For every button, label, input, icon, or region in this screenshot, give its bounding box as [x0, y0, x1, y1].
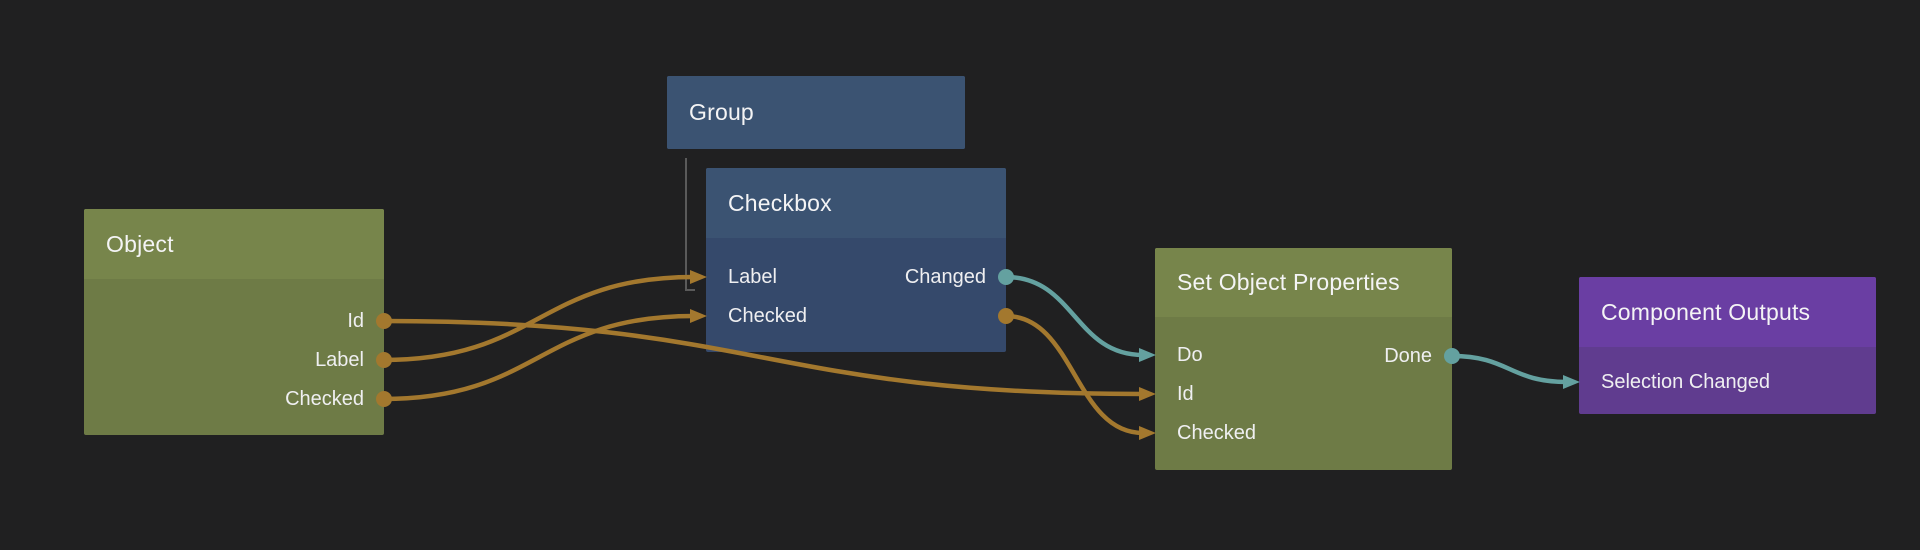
wire-set-object-properties-done-to-component-outputs-selection-changed[interactable] [1449, 353, 1570, 385]
wire-object-id-to-set-object-properties-id[interactable] [380, 318, 1146, 397]
port-input-set-object-properties-id: Id [1177, 383, 1194, 405]
node-title-group: Group [689, 99, 754, 125]
wire-object-label-to-checkbox-label[interactable] [380, 274, 697, 363]
port-output-object-id: Id [347, 310, 364, 332]
node-header-checkbox[interactable]: Checkbox [706, 168, 1006, 238]
port-input-checkbox-checked: Checked [728, 305, 807, 327]
node-title-checkbox: Checkbox [728, 189, 832, 216]
node-header-object[interactable]: Object [84, 209, 384, 279]
port-dot-set-object-properties-done[interactable] [1444, 348, 1460, 364]
wire-object-checked-to-checkbox-checked[interactable] [380, 313, 697, 402]
node-header-component-outputs[interactable]: Component Outputs [1579, 277, 1876, 347]
node-title-component-outputs: Component Outputs [1601, 298, 1811, 325]
port-dot-object-checked[interactable] [376, 391, 392, 407]
port-output-set-object-properties-done: Done [1384, 345, 1432, 367]
node-title-object: Object [106, 230, 174, 257]
node-header-set-object-properties[interactable]: Set Object Properties [1155, 248, 1452, 317]
node-group[interactable]: Group [667, 76, 965, 149]
port-dot-object-label[interactable] [376, 352, 392, 368]
port-dot-object-id[interactable] [376, 313, 392, 329]
wire-checkbox-changed-to-set-object-properties-do[interactable] [1003, 274, 1146, 358]
port-input-set-object-properties-checked: Checked [1177, 422, 1256, 444]
wire-checkbox-checked-out-to-set-object-properties-checked[interactable] [1003, 313, 1146, 436]
port-input-checkbox-label: Label [728, 266, 777, 288]
port-output-object-label: Label [315, 349, 364, 371]
port-input-set-object-properties-do: Do [1177, 344, 1203, 366]
port-output-object-checked: Checked [285, 388, 364, 410]
node-title-set-object-properties: Set Object Properties [1177, 269, 1400, 295]
port-dot-checkbox-unnamed[interactable] [998, 308, 1014, 324]
port-output-checkbox-changed: Changed [904, 266, 986, 288]
port-dot-checkbox-changed[interactable] [998, 269, 1014, 285]
node-header-group[interactable]: Group [667, 76, 965, 149]
port-input-component-outputs-selection-changed: Selection Changed [1601, 371, 1771, 393]
